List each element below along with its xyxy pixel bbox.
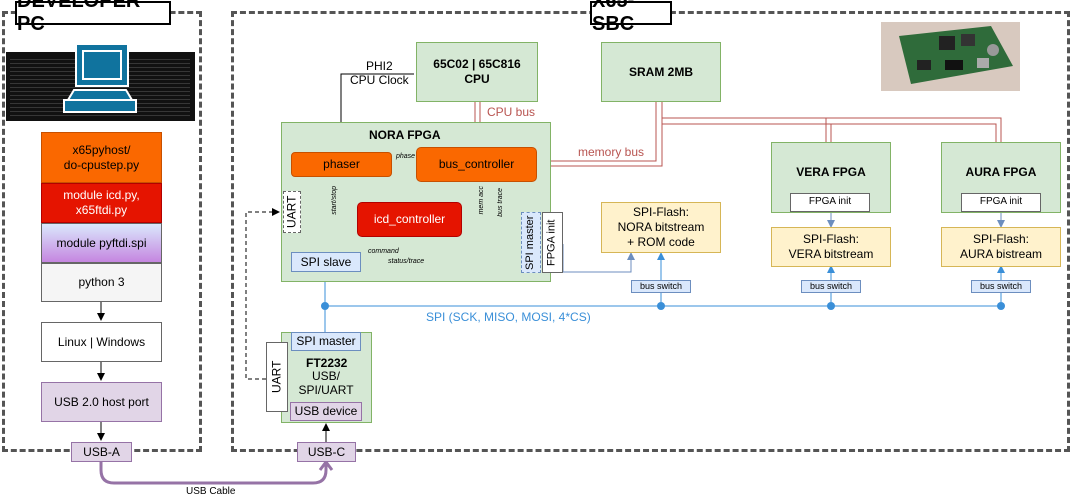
nora-fpga-init: FPGA init bbox=[542, 212, 563, 273]
command-label: command bbox=[368, 248, 399, 255]
aura-flash-box: SPI-Flash: AURA bistream bbox=[941, 227, 1061, 267]
statustrace-label: status/trace bbox=[388, 258, 425, 265]
vera-fpga-init: FPGA init bbox=[790, 193, 870, 212]
bus-switch-aura: bus switch bbox=[971, 280, 1031, 293]
bus-switch-nora: bus switch bbox=[631, 280, 691, 293]
nora-flash-box: SPI-Flash: NORA bitstream + ROM code bbox=[601, 202, 721, 253]
usb-a-port: USB-A bbox=[71, 442, 132, 462]
aura-fpga-init: FPGA init bbox=[961, 193, 1041, 212]
uart-link bbox=[245, 208, 280, 380]
ft2232-usb-device: USB device bbox=[290, 402, 362, 421]
bustrace-label: bus trace bbox=[497, 188, 504, 217]
icd-controller-block: icd_controller bbox=[357, 202, 462, 237]
cpu-label: CPU bbox=[464, 72, 490, 86]
pyftdi-module-box: module pyftdi.spi bbox=[41, 223, 162, 263]
bus-switch-vera: bus switch bbox=[801, 280, 861, 293]
phase-label: phase bbox=[396, 153, 416, 160]
developer-pc-title: DEVELOPER PC bbox=[15, 0, 171, 35]
spi-bus-label: SPI (SCK, MISO, MOSI, 4*CS) bbox=[426, 310, 591, 324]
startstop-label: start/stop bbox=[331, 186, 338, 215]
cpu-bus-label: CPU bus bbox=[487, 105, 536, 119]
bus-controller-block: bus_controller bbox=[416, 147, 537, 182]
nora-title: NORA FPGA bbox=[369, 128, 441, 142]
usb-c-port: USB-C bbox=[297, 442, 356, 462]
ft2232-spi-master: SPI master bbox=[291, 332, 361, 351]
spi-junction bbox=[997, 302, 1005, 310]
ft2232-desc: USB/ SPI/UART bbox=[298, 369, 354, 398]
spi-junction bbox=[321, 302, 329, 310]
phi2-label: PHI2 CPU Clock bbox=[350, 59, 409, 88]
sram-box: SRAM 2MB bbox=[601, 42, 721, 102]
ft2232-title: FT2232 bbox=[306, 356, 348, 370]
usb-host-port-box: USB 2.0 host port bbox=[41, 382, 162, 422]
x65-sbc-title: X65-SBC bbox=[590, 0, 672, 35]
cpu-name: 65C02 | 65C816 bbox=[433, 57, 521, 71]
cpu-box: 65C02 | 65C816 CPU bbox=[416, 42, 538, 102]
nora-spi-master: SPI master bbox=[521, 212, 541, 273]
icd-module-box: module icd.py, x65ftdi.py bbox=[41, 183, 162, 223]
spi-junction bbox=[827, 302, 835, 310]
os-box: Linux | Windows bbox=[41, 322, 162, 362]
spi-slave-block: SPI slave bbox=[291, 252, 361, 272]
phaser-block: phaser bbox=[291, 152, 392, 177]
vera-flash-box: SPI-Flash: VERA bitstream bbox=[771, 227, 891, 267]
board-photo bbox=[881, 22, 1020, 91]
memacc-label: mem acc bbox=[478, 186, 485, 215]
usb-cable bbox=[99, 462, 328, 485]
computer-icon bbox=[60, 42, 140, 116]
usb-cable-label: USB Cable bbox=[186, 486, 236, 497]
spi-junction bbox=[657, 302, 665, 310]
nora-uart: UART bbox=[283, 191, 301, 233]
ft2232-uart: UART bbox=[266, 342, 288, 412]
pyhost-script-box: x65pyhost/ do-cpustep.py bbox=[41, 132, 162, 183]
memory-bus-label: memory bus bbox=[578, 145, 645, 159]
python-box: python 3 bbox=[41, 263, 162, 302]
